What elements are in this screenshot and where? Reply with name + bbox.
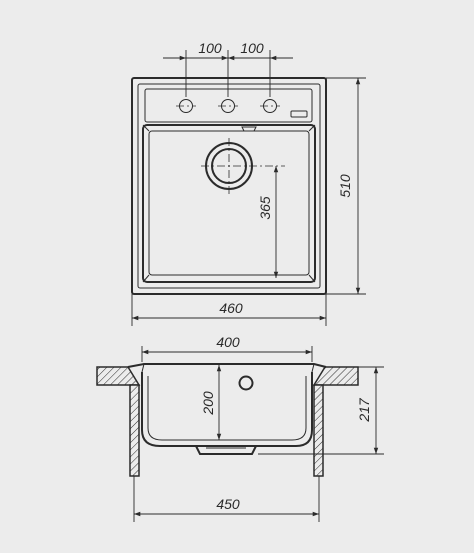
bowl [142,124,316,283]
dim-overall-depth-label: 510 [337,174,353,198]
dim-overall-depth: 510 [326,77,366,295]
countertop-right [312,366,359,386]
dim-overall-height: 217 [258,366,384,455]
dim-bowl-depth: 200 [200,365,222,440]
dim-tap-spacing-left: 100 [198,40,222,56]
dim-tap-spacing-right: 100 [240,40,264,56]
cabinet-wall-right [313,384,324,477]
dim-overall-width-label: 460 [219,300,243,316]
top-view: 100 100 510 365 460 [131,40,366,326]
dim-cutout-width: 450 [133,476,320,522]
sink-body-section [127,363,327,455]
tap-hole-middle [218,99,238,113]
sink-outline [131,77,327,295]
dim-drain-offset: 365 [257,166,279,278]
tap-hole-right [260,99,280,113]
dim-overall-height-label: 217 [356,397,372,423]
dim-bowl-width: 400 [141,334,313,362]
sink-rim [137,83,321,289]
drain [201,138,285,194]
tap-hole-left [176,99,196,113]
cabinet-wall-left [129,384,140,477]
dim-overall-width: 460 [131,294,327,326]
dim-tap-spacing: 100 100 [163,40,293,97]
overflow-hole [238,375,254,391]
section-view: 400 200 217 450 [96,334,384,522]
dim-drain-offset-label: 365 [257,196,273,220]
dim-cutout-width-label: 450 [216,496,240,512]
dim-bowl-depth-label: 200 [200,391,216,416]
dim-bowl-width-label: 400 [216,334,240,350]
tap-deck [144,88,313,123]
countertop-left [96,366,141,386]
overflow-slot [290,110,308,118]
